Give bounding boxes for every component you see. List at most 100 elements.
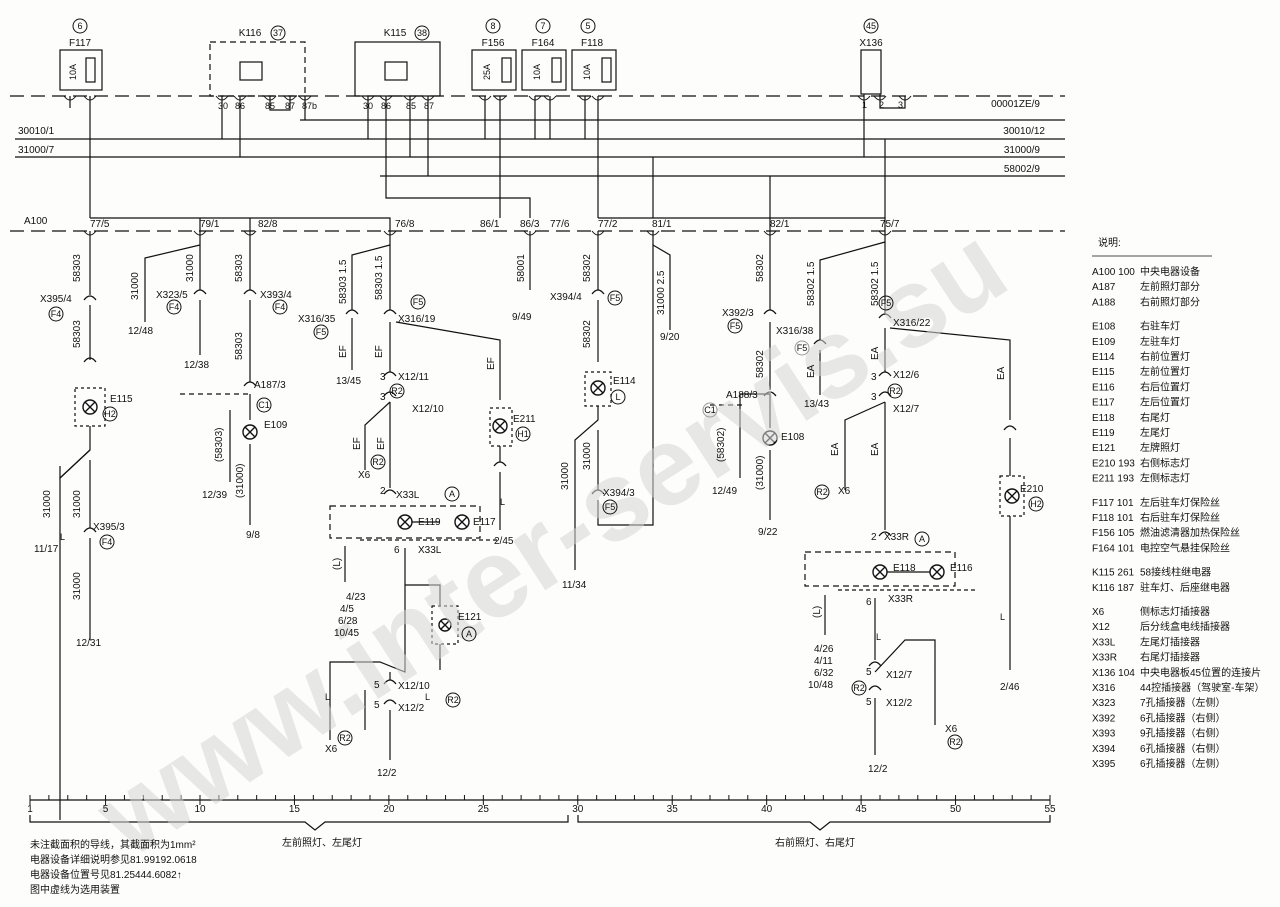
- wire-label: 58001: [516, 254, 527, 282]
- lamp-e210-housing: [999, 475, 1025, 517]
- wire: [364, 401, 391, 470]
- badge: F5: [878, 295, 894, 311]
- connector-label: X33R: [888, 594, 913, 605]
- legend-code: E210 193: [1092, 458, 1135, 469]
- wire-label: (L): [812, 606, 823, 618]
- badge: F4: [48, 306, 64, 322]
- destination-label: 9/22: [758, 527, 778, 538]
- component-label: E211: [513, 414, 536, 425]
- connector-label: X316/38: [776, 326, 814, 337]
- legend-description: 驻车灯、后座继电器: [1140, 581, 1230, 594]
- k116-pin-86: 86: [235, 101, 245, 111]
- svg-text:R2: R2: [816, 487, 828, 497]
- legend-description: 右侧标志灯: [1140, 456, 1190, 469]
- wire-label: (58302): [716, 428, 727, 462]
- scale-ticks: [29, 795, 1051, 805]
- component-label: E116: [950, 563, 973, 574]
- legend-description: 左侧标志灯: [1140, 472, 1190, 485]
- legend-code: X6: [1092, 607, 1105, 618]
- svg-text:R2: R2: [853, 683, 865, 693]
- fuse-f117-element: [85, 57, 96, 83]
- svg-text:H2: H2: [104, 409, 116, 419]
- bus-58002-right-label: 58002/9: [1004, 164, 1041, 175]
- legend-description: 左尾灯插接器: [1140, 635, 1200, 648]
- wire-code: L: [325, 692, 330, 702]
- k115-pin-87: 87: [424, 101, 434, 111]
- connector-symbol: [383, 309, 397, 315]
- connector-label: X395/4: [40, 294, 72, 305]
- destination-label: 12/31: [76, 638, 101, 649]
- connector-symbol: [243, 289, 257, 295]
- svg-text:F4: F4: [275, 302, 286, 312]
- legend-description: 左牌照灯: [1140, 441, 1180, 454]
- destination-label: 9/8: [246, 530, 260, 541]
- badge: A: [444, 486, 460, 502]
- legend-description: 7孔插接器（左侧）: [1140, 696, 1226, 709]
- pin-label: 5: [866, 697, 872, 708]
- badge: F5: [313, 324, 329, 340]
- cross-ref: 4/23: [346, 592, 366, 603]
- wire-label: EF: [338, 345, 349, 358]
- lamp-e115-icon: [82, 399, 98, 415]
- badge: A: [461, 626, 477, 642]
- svg-text:R2: R2: [447, 695, 459, 705]
- lamp-symbols: [82, 380, 1020, 632]
- cross-ref: 4/5: [340, 604, 354, 615]
- svg-text:R2: R2: [391, 386, 403, 396]
- destination-label: 12/38: [184, 360, 209, 371]
- scale-tick-label: 45: [856, 804, 868, 815]
- lamp-e116-icon: [929, 564, 945, 580]
- wire-label: 58303: [72, 320, 83, 348]
- f117-circle: 6: [77, 21, 82, 31]
- wire: [844, 401, 886, 490]
- wire-label: 31000: [560, 462, 571, 490]
- legend-title: 说明:: [1098, 236, 1121, 249]
- connector-label: X12/6: [893, 370, 920, 381]
- connector-symbol: [345, 309, 359, 315]
- svg-text:F5: F5: [881, 298, 892, 308]
- component-label: E210: [1020, 484, 1044, 495]
- legend-code: A100 100: [1092, 267, 1135, 278]
- svg-text:C1: C1: [704, 405, 716, 415]
- destination-label: 12/49: [712, 486, 737, 497]
- badge: F4: [272, 299, 288, 315]
- a100-tap-labels: 77/5 79/1 82/8 76/8 86/1 86/3 77/6 77/2 …: [90, 219, 900, 230]
- wire-label: 31000: [582, 442, 593, 470]
- wire-label: EA: [996, 366, 1007, 380]
- legend-code: X394: [1092, 744, 1116, 755]
- f117-name: F117: [69, 38, 91, 49]
- connector-symbol: [591, 489, 605, 495]
- connector-symbol: [83, 357, 97, 363]
- legend-description: 左前照灯部分: [1140, 280, 1200, 293]
- wire-label: (31000): [755, 456, 766, 490]
- svg-text:A: A: [919, 534, 925, 544]
- f118-rating: 10A: [582, 64, 592, 80]
- terminal-row: [63, 95, 912, 236]
- wire: [90, 217, 391, 231]
- badge: F4: [166, 299, 182, 315]
- tap-label: 77/5: [90, 219, 110, 230]
- legend-description: 右后位置灯: [1140, 380, 1190, 393]
- wire-label: 58303: [72, 254, 83, 282]
- legend-code: X136 104: [1092, 668, 1135, 679]
- destination-label: 12/48: [128, 326, 153, 337]
- legend-code: E118: [1092, 413, 1115, 424]
- cross-ref: 10/48: [808, 680, 833, 691]
- tap-label: 82/8: [258, 219, 278, 230]
- k116-name: K116: [239, 28, 262, 39]
- legend-code: X33L: [1092, 637, 1116, 648]
- legend-description: 左前位置灯: [1140, 365, 1190, 378]
- legend-description: 右前照灯部分: [1140, 295, 1200, 308]
- wire: [395, 321, 501, 400]
- legend-code: E114: [1092, 352, 1115, 363]
- pin-label: 5: [866, 667, 872, 678]
- circled-badges: F4 H2 F4 F4 F4 C1 F5 F5 R2 R2 A A R2 R2 …: [48, 290, 1044, 750]
- wire-label: (58303): [214, 428, 225, 462]
- wire-label: 31000: [185, 254, 196, 282]
- wire-label: 31000: [72, 572, 83, 600]
- pin-label: 2: [871, 532, 877, 543]
- legend-code: K115 261: [1092, 568, 1135, 579]
- svg-text:F4: F4: [169, 302, 180, 312]
